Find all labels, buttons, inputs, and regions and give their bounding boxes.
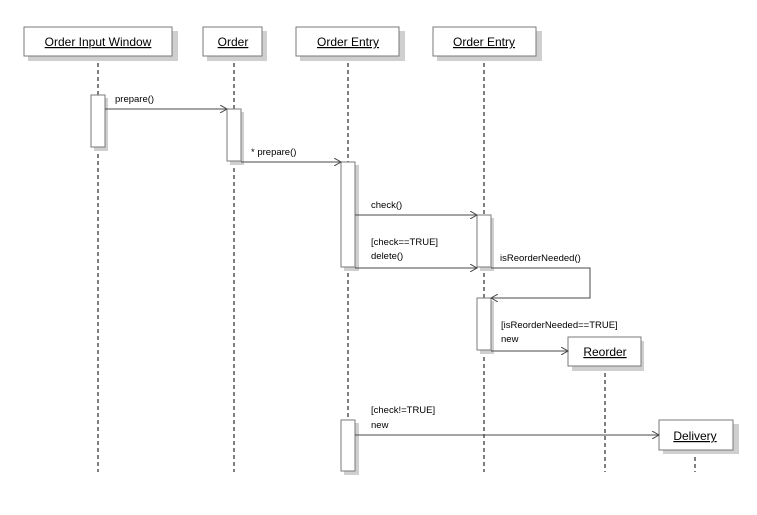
object-order-entry-1-label: Order Entry [317,35,379,49]
object-order-input-window-label: Order Input Window [45,35,152,49]
message-check-label: check() [371,200,402,211]
object-reorder[interactable]: Reorder [567,336,644,371]
message-new-delivery-label: new [371,420,389,431]
activation-order-input-window [90,94,108,151]
guard-check-true-label: [check==TRUE] [371,237,438,248]
object-reorder-label: Reorder [583,345,626,359]
object-delivery-label: Delivery [673,429,716,443]
message-star-prepare-label: * prepare() [251,147,296,158]
activation-order-entry-2-b [476,297,494,354]
activation-order-entry-2-a [476,214,494,271]
message-is-reorder-needed-arrow [491,267,591,298]
guard-reorder-true-label: [isReorderNeeded==TRUE] [501,320,618,331]
object-order-label: Order [218,35,249,49]
object-order-input-window[interactable]: Order Input Window [23,26,178,61]
activation-order-entry-1-a [340,161,359,271]
message-new-reorder-label: new [501,334,519,345]
object-order-entry-1[interactable]: Order Entry [295,26,405,61]
activation-order [226,108,244,165]
message-delete-label: delete() [371,251,403,262]
object-order-entry-2[interactable]: Order Entry [432,26,542,61]
object-delivery[interactable]: Delivery [658,419,739,454]
object-order-entry-2-label: Order Entry [453,35,515,49]
object-order[interactable]: Order [202,26,267,61]
message-prepare-label: prepare() [115,94,154,105]
activation-order-entry-1-b [340,419,359,475]
guard-check-not-true-label: [check!=TRUE] [371,405,435,416]
message-is-reorder-needed-label: isReorderNeeded() [500,253,581,264]
